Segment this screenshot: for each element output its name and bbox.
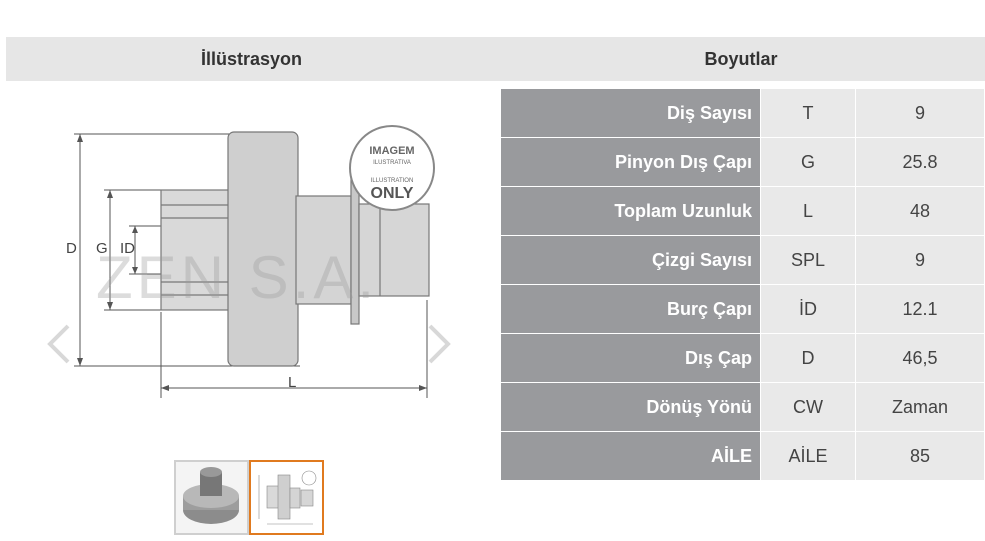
spec-label: Pinyon Dış Çapı (500, 137, 761, 187)
spec-code: SPL (760, 235, 856, 285)
spec-code: G (760, 137, 856, 187)
technical-drawing-thumb-icon (251, 462, 322, 533)
dim-label-id: ID (120, 240, 135, 257)
spec-value: Zaman (855, 382, 985, 432)
svg-text:ILLUSTRATION: ILLUSTRATION (371, 178, 414, 184)
svg-text:ILUSTRATIVA: ILUSTRATIVA (373, 160, 411, 166)
tab-illustration[interactable]: İllüstrasyon (6, 37, 497, 81)
spec-value: 48 (855, 186, 985, 236)
spec-value: 12.1 (855, 284, 985, 334)
tab-dimensions[interactable]: Boyutlar (497, 37, 985, 81)
spec-label: Diş Sayısı (500, 88, 761, 138)
product-technical-drawing: D G ID L ZEN S.A. IMAGEM ILUSTRATIVA ILL… (66, 125, 435, 398)
svg-text:ONLY: ONLY (371, 185, 414, 202)
spec-label: Dönüş Yönü (500, 382, 761, 432)
spec-label: Dış Çap (500, 333, 761, 383)
spec-value: 25.8 (855, 137, 985, 187)
spec-code: T (760, 88, 856, 138)
spec-code: D (760, 333, 856, 383)
spec-code: AİLE (760, 431, 856, 481)
spec-value: 9 (855, 235, 985, 285)
spec-value: 9 (855, 88, 985, 138)
spec-code: İD (760, 284, 856, 334)
tab-illustration-label: İllüstrasyon (200, 48, 303, 69)
thumbnail-drawing[interactable] (249, 460, 324, 535)
spec-code: CW (760, 382, 856, 432)
watermark-text: ZEN S.A. (96, 244, 378, 311)
tab-dimensions-label: Boyutlar (704, 48, 778, 69)
dim-label-d: D (66, 240, 77, 257)
svg-text:IMAGEM: IMAGEM (369, 145, 414, 157)
spec-label: Çizgi Sayısı (500, 235, 761, 285)
thumbnail-photo[interactable] (174, 460, 249, 535)
spec-label: Burç Çapı (500, 284, 761, 334)
spec-code: L (760, 186, 856, 236)
starter-drive-photo-icon (176, 462, 247, 533)
spec-value: 85 (855, 431, 985, 481)
spec-label: AİLE (500, 431, 761, 481)
chevron-left-icon[interactable] (44, 322, 74, 366)
chevron-right-icon[interactable] (424, 322, 454, 366)
dim-label-l: L (288, 374, 296, 391)
dim-label-g: G (96, 240, 108, 257)
spec-label: Toplam Uzunluk (500, 186, 761, 236)
spec-value: 46,5 (855, 333, 985, 383)
thumbnail-strip (174, 460, 324, 535)
illustration-only-stamp: IMAGEM ILUSTRATIVA ILLUSTRATION ONLY (349, 125, 435, 211)
